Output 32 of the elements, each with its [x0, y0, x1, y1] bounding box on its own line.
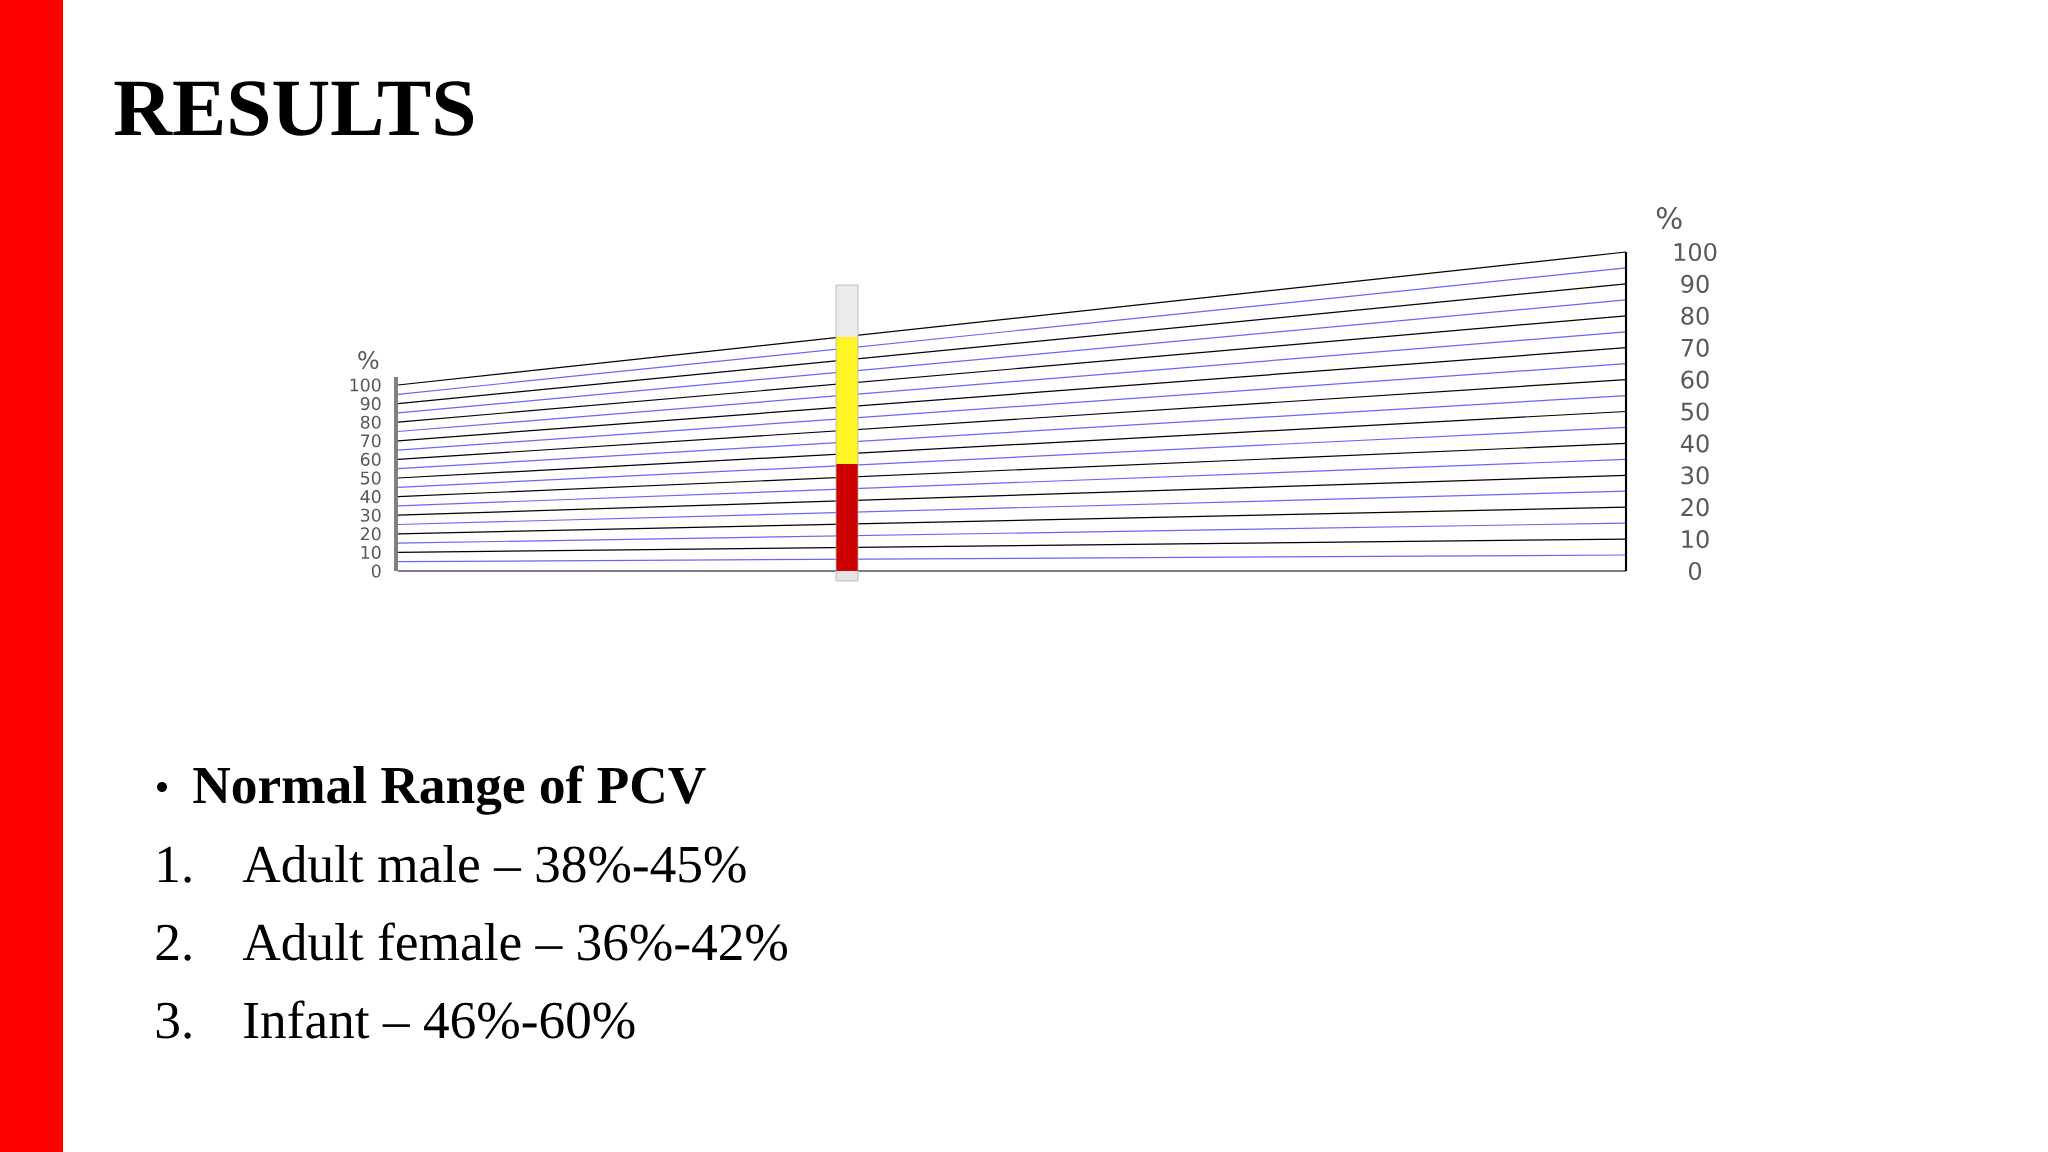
- tick-label: 70: [1681, 338, 1709, 357]
- tick-label: 60: [360, 452, 381, 466]
- tick-label: 0: [371, 564, 381, 578]
- tick-label: 0: [1688, 561, 1702, 581]
- tick-label: 80: [1681, 306, 1709, 325]
- list-heading: Normal Range of PCV: [193, 765, 706, 815]
- tick-label: 20: [1681, 498, 1709, 517]
- list-number: 2.: [156, 924, 191, 961]
- tick-label: 80: [360, 415, 381, 429]
- list-number: 1.: [158, 846, 191, 883]
- tick-label: 40: [1680, 434, 1709, 453]
- tick-label: 90: [1681, 274, 1709, 293]
- tick-label: 70: [361, 434, 381, 448]
- list-item: Adult male – 38%-45%: [242, 845, 746, 883]
- tick-label: 30: [1681, 466, 1709, 485]
- tick-label: 10: [1682, 530, 1709, 549]
- tick-label: 20: [360, 527, 381, 541]
- tick-label: 60: [1681, 370, 1709, 389]
- list-item: Adult female – 36%-42%: [242, 922, 787, 961]
- title: RESULTS: [114, 81, 474, 136]
- tick-label: 30: [361, 508, 381, 522]
- tick-label: 50: [1681, 402, 1709, 421]
- tick-label: 90: [360, 397, 381, 411]
- list-item: Infant – 46%-60%: [244, 1000, 635, 1039]
- tick-label: 40: [360, 490, 381, 504]
- unit-label: %: [358, 350, 379, 370]
- tick-label: 100: [1674, 242, 1717, 262]
- tick-label: 10: [361, 545, 381, 559]
- tick-label: 100: [350, 378, 381, 392]
- list-number: 3.: [156, 1002, 191, 1039]
- tick-label: 50: [361, 471, 381, 485]
- unit-label: %: [1656, 206, 1682, 230]
